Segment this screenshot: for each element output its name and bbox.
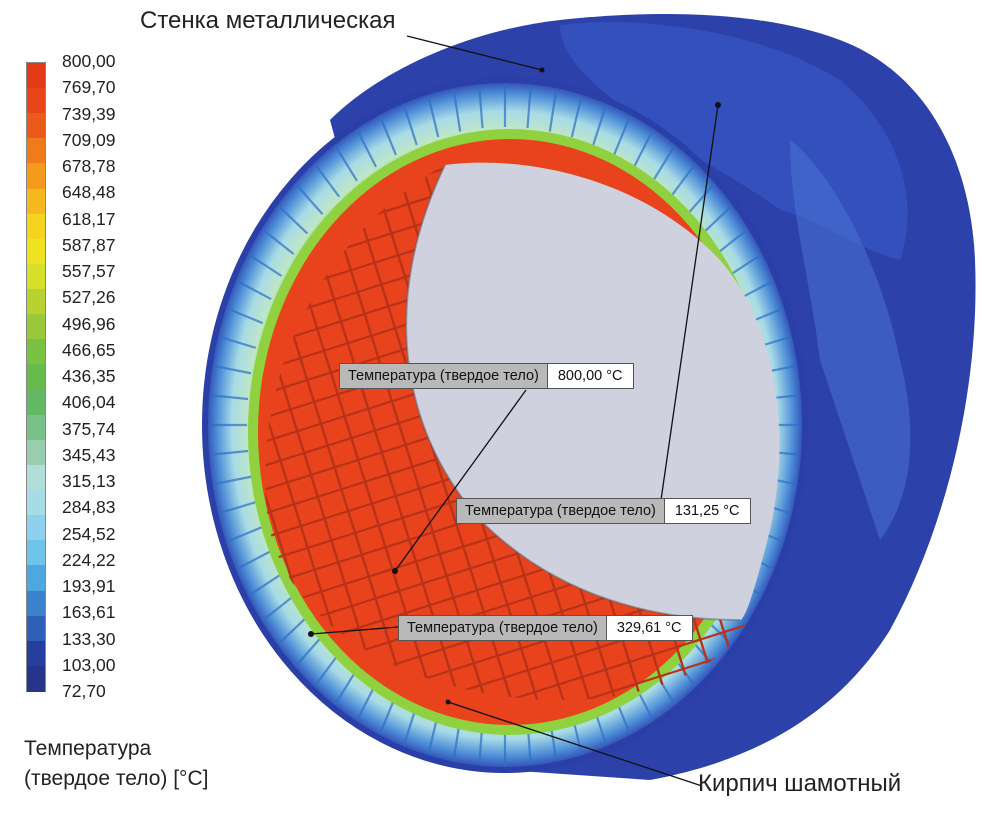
legend-tick-label: 466,65 — [62, 339, 116, 360]
probe-readout-lining: Температура (твердое тело) 800,00 °C — [339, 363, 634, 389]
probe-label: Температура (твердое тело) — [340, 364, 548, 388]
legend-swatch — [27, 590, 45, 617]
legend-tick-label: 315,13 — [62, 471, 116, 491]
legend-swatch — [27, 339, 45, 366]
legend-tick-label: 800,00 — [62, 51, 116, 71]
legend-swatch — [27, 213, 45, 240]
probe-label: Температура (твердое тело) — [399, 616, 607, 640]
legend-swatch — [27, 540, 45, 566]
legend-swatch — [27, 515, 45, 541]
legend-tick-label: 224,22 — [62, 549, 116, 570]
legend-tick-label: 709,09 — [62, 129, 116, 150]
legend-swatch — [27, 238, 45, 265]
legend-tick-label: 72,70 — [62, 681, 106, 701]
legend-tick-label: 527,26 — [62, 287, 116, 308]
legend-tick-label: 739,39 — [62, 103, 116, 124]
probe-value: 800,00 °C — [547, 364, 633, 388]
legend-title: Температура (твердое тело) [°C] — [24, 734, 208, 794]
legend-swatch — [27, 665, 45, 692]
callout-metal-wall: Стенка металлическая — [140, 7, 396, 34]
legend-title-line1: Температура — [24, 737, 152, 760]
legend-swatch — [27, 640, 45, 667]
legend-swatch — [27, 439, 45, 466]
legend-tick-label: 133,30 — [62, 628, 116, 649]
probe-readout-shell: Температура (твердое тело) 131,25 °C — [456, 498, 751, 524]
probe-markers — [308, 67, 721, 705]
legend-tick-label: 375,74 — [62, 418, 116, 439]
legend-swatch — [27, 113, 45, 139]
legend-tick-label: 406,04 — [62, 392, 116, 413]
legend-swatch — [27, 464, 45, 491]
legend-tick-label: 496,96 — [62, 313, 116, 334]
probe-readout-brick: Температура (твердое тело) 329,61 °C — [398, 615, 693, 641]
legend-tick-label: 557,57 — [62, 261, 116, 281]
legend-swatch — [27, 63, 45, 89]
legend-title-line2: (твердое тело) [°C] — [24, 767, 209, 790]
legend-tick-label: 345,43 — [62, 444, 116, 465]
legend-swatch — [27, 389, 45, 416]
legend-tick-label: 618,17 — [62, 208, 116, 229]
legend-tick-label: 254,52 — [62, 523, 116, 544]
probe-value: 131,25 °C — [664, 499, 750, 523]
legend-swatch — [27, 364, 45, 391]
legend-swatch — [27, 138, 45, 165]
legend-tick-label: 193,91 — [62, 576, 116, 596]
legend-swatch — [27, 263, 45, 290]
legend-swatch — [27, 565, 45, 592]
legend-swatch — [27, 414, 45, 441]
legend-tick-label: 103,00 — [62, 654, 116, 675]
legend-tick-label: 284,83 — [62, 497, 116, 518]
legend-tick-label: 678,78 — [62, 156, 116, 176]
legend-swatch — [27, 88, 45, 114]
legend-tick-label: 648,48 — [62, 182, 116, 203]
legend-swatch — [27, 490, 45, 516]
legend-swatch — [27, 188, 45, 215]
leader-lines — [310, 35, 719, 787]
legend-tick-label: 587,87 — [62, 234, 116, 255]
color-scale-bar — [26, 62, 46, 692]
legend-tick-label: 769,70 — [62, 77, 116, 98]
legend-swatch — [27, 163, 45, 190]
probe-value: 329,61 °C — [606, 616, 692, 640]
legend-tick-label: 163,61 — [62, 602, 116, 623]
legend-swatch — [27, 314, 45, 340]
probe-label: Температура (твердое тело) — [457, 499, 665, 523]
legend-tick-label: 436,35 — [62, 366, 116, 386]
legend-swatch — [27, 615, 45, 642]
legend-swatch — [27, 289, 45, 315]
callout-fireclay-brick: Кирпич шамотный — [698, 770, 902, 797]
